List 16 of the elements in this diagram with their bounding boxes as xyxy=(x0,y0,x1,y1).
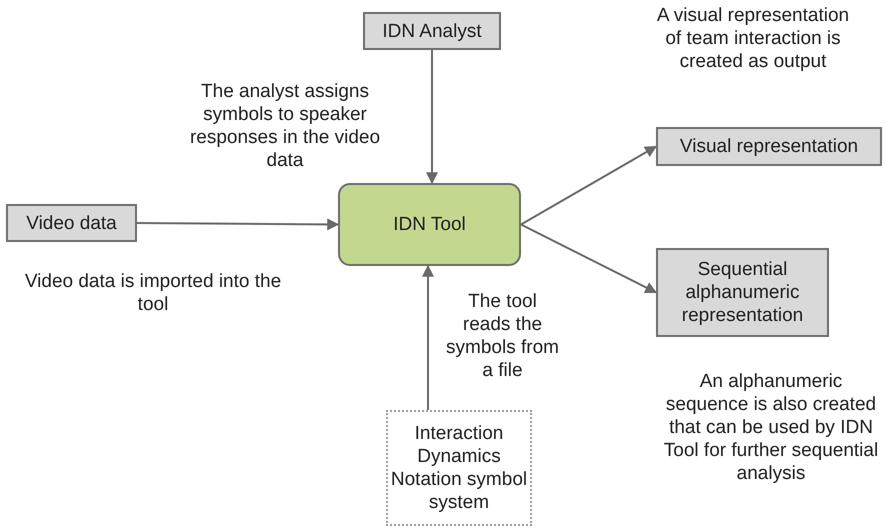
annotation-text: Video data is imported into the tool xyxy=(24,270,282,316)
arrow xyxy=(137,218,340,230)
output-box: Sequential alphanumeric representation xyxy=(656,248,829,337)
arrow xyxy=(520,146,658,226)
input-box: Video data xyxy=(6,204,137,242)
annotation-text: An alphanumeric sequence is also created that can be used by IDN Tool for further sequential analysis xyxy=(662,370,880,485)
source-box: Interaction Dynamics Notation symbol system xyxy=(386,410,532,526)
output-box: Visual representation xyxy=(656,127,882,166)
arrow xyxy=(520,224,658,294)
arrow xyxy=(422,264,434,410)
process-box: IDN Tool xyxy=(338,183,521,266)
annotation-text: A visual representation of team interaction is created as output xyxy=(656,4,850,73)
arrow xyxy=(426,50,438,184)
annotation-text: The tool reads the symbols from a file xyxy=(445,290,560,382)
annotation-text: The analyst assigns symbols to speaker responses in the video data xyxy=(188,80,382,172)
actor-box: IDN Analyst xyxy=(363,12,501,50)
